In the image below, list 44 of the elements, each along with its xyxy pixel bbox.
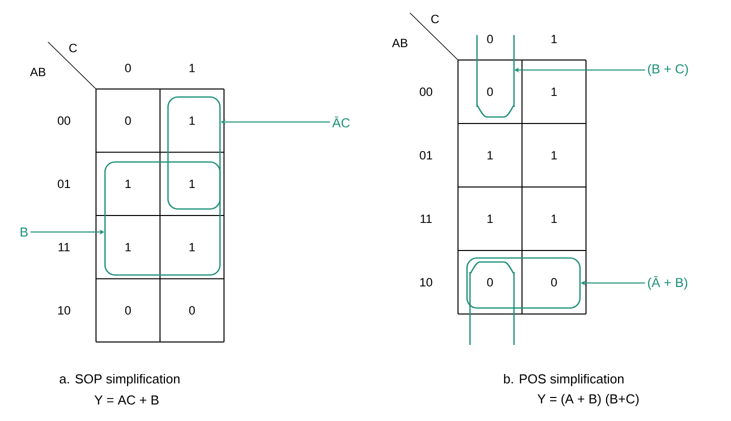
caption-text: Y = AC + B — [94, 395, 159, 405]
cell-value: 1 — [552, 214, 557, 223]
cell-value: 1 — [552, 151, 557, 160]
term-label: B — [20, 228, 28, 236]
kmap-heading: AB — [30, 68, 46, 76]
cell-value: 1 — [190, 180, 195, 188]
kmap-heading: C — [431, 14, 439, 24]
cell-value: 1 — [126, 180, 131, 188]
cell-value: 1 — [488, 151, 493, 160]
cell-value: 0 — [487, 278, 493, 286]
cell-value: 1 — [190, 243, 195, 252]
cell-value: 1 — [552, 88, 557, 96]
cell-value: 1 — [126, 243, 131, 252]
term-label: ĀC — [332, 116, 350, 128]
kmap-heading: C — [69, 44, 77, 52]
kmap-heading: 10 — [420, 278, 432, 286]
caption-text: a. SOP simplification — [60, 374, 180, 386]
kmap-heading: 01 — [58, 180, 70, 188]
cell-value: 0 — [125, 306, 131, 315]
kmap-heading: 10 — [58, 306, 70, 315]
grouping-loop — [104, 161, 221, 276]
caption-text: b. POS simplification — [504, 374, 624, 386]
kmap-heading: 0 — [125, 64, 131, 72]
kmap-heading: 11 — [58, 243, 70, 252]
cell-value: 1 — [488, 214, 493, 223]
caption-text: Y = (A + B) (B+C) — [538, 394, 639, 406]
grouping-loop — [466, 257, 581, 309]
term-label: (Ā + B) — [648, 276, 688, 290]
kmap-heading: 0 — [487, 34, 493, 44]
term-label: (B + C) — [648, 64, 688, 76]
kmap-heading: 11 — [420, 214, 432, 223]
kmap-heading: 1 — [552, 34, 557, 44]
kmap-heading: 01 — [420, 151, 432, 160]
kmap-heading: 00 — [420, 88, 432, 96]
cell-value: 1 — [190, 116, 195, 125]
kmap-heading: 1 — [190, 64, 195, 72]
cell-value: 0 — [487, 88, 493, 96]
kmap-heading: AB — [392, 38, 408, 48]
cell-value: 0 — [189, 306, 195, 315]
cell-value: 0 — [551, 278, 557, 286]
cell-value: 0 — [125, 116, 131, 125]
grouping-loop — [167, 96, 221, 210]
grouping-loop — [476, 35, 515, 118]
kmap-heading: 00 — [58, 116, 70, 125]
